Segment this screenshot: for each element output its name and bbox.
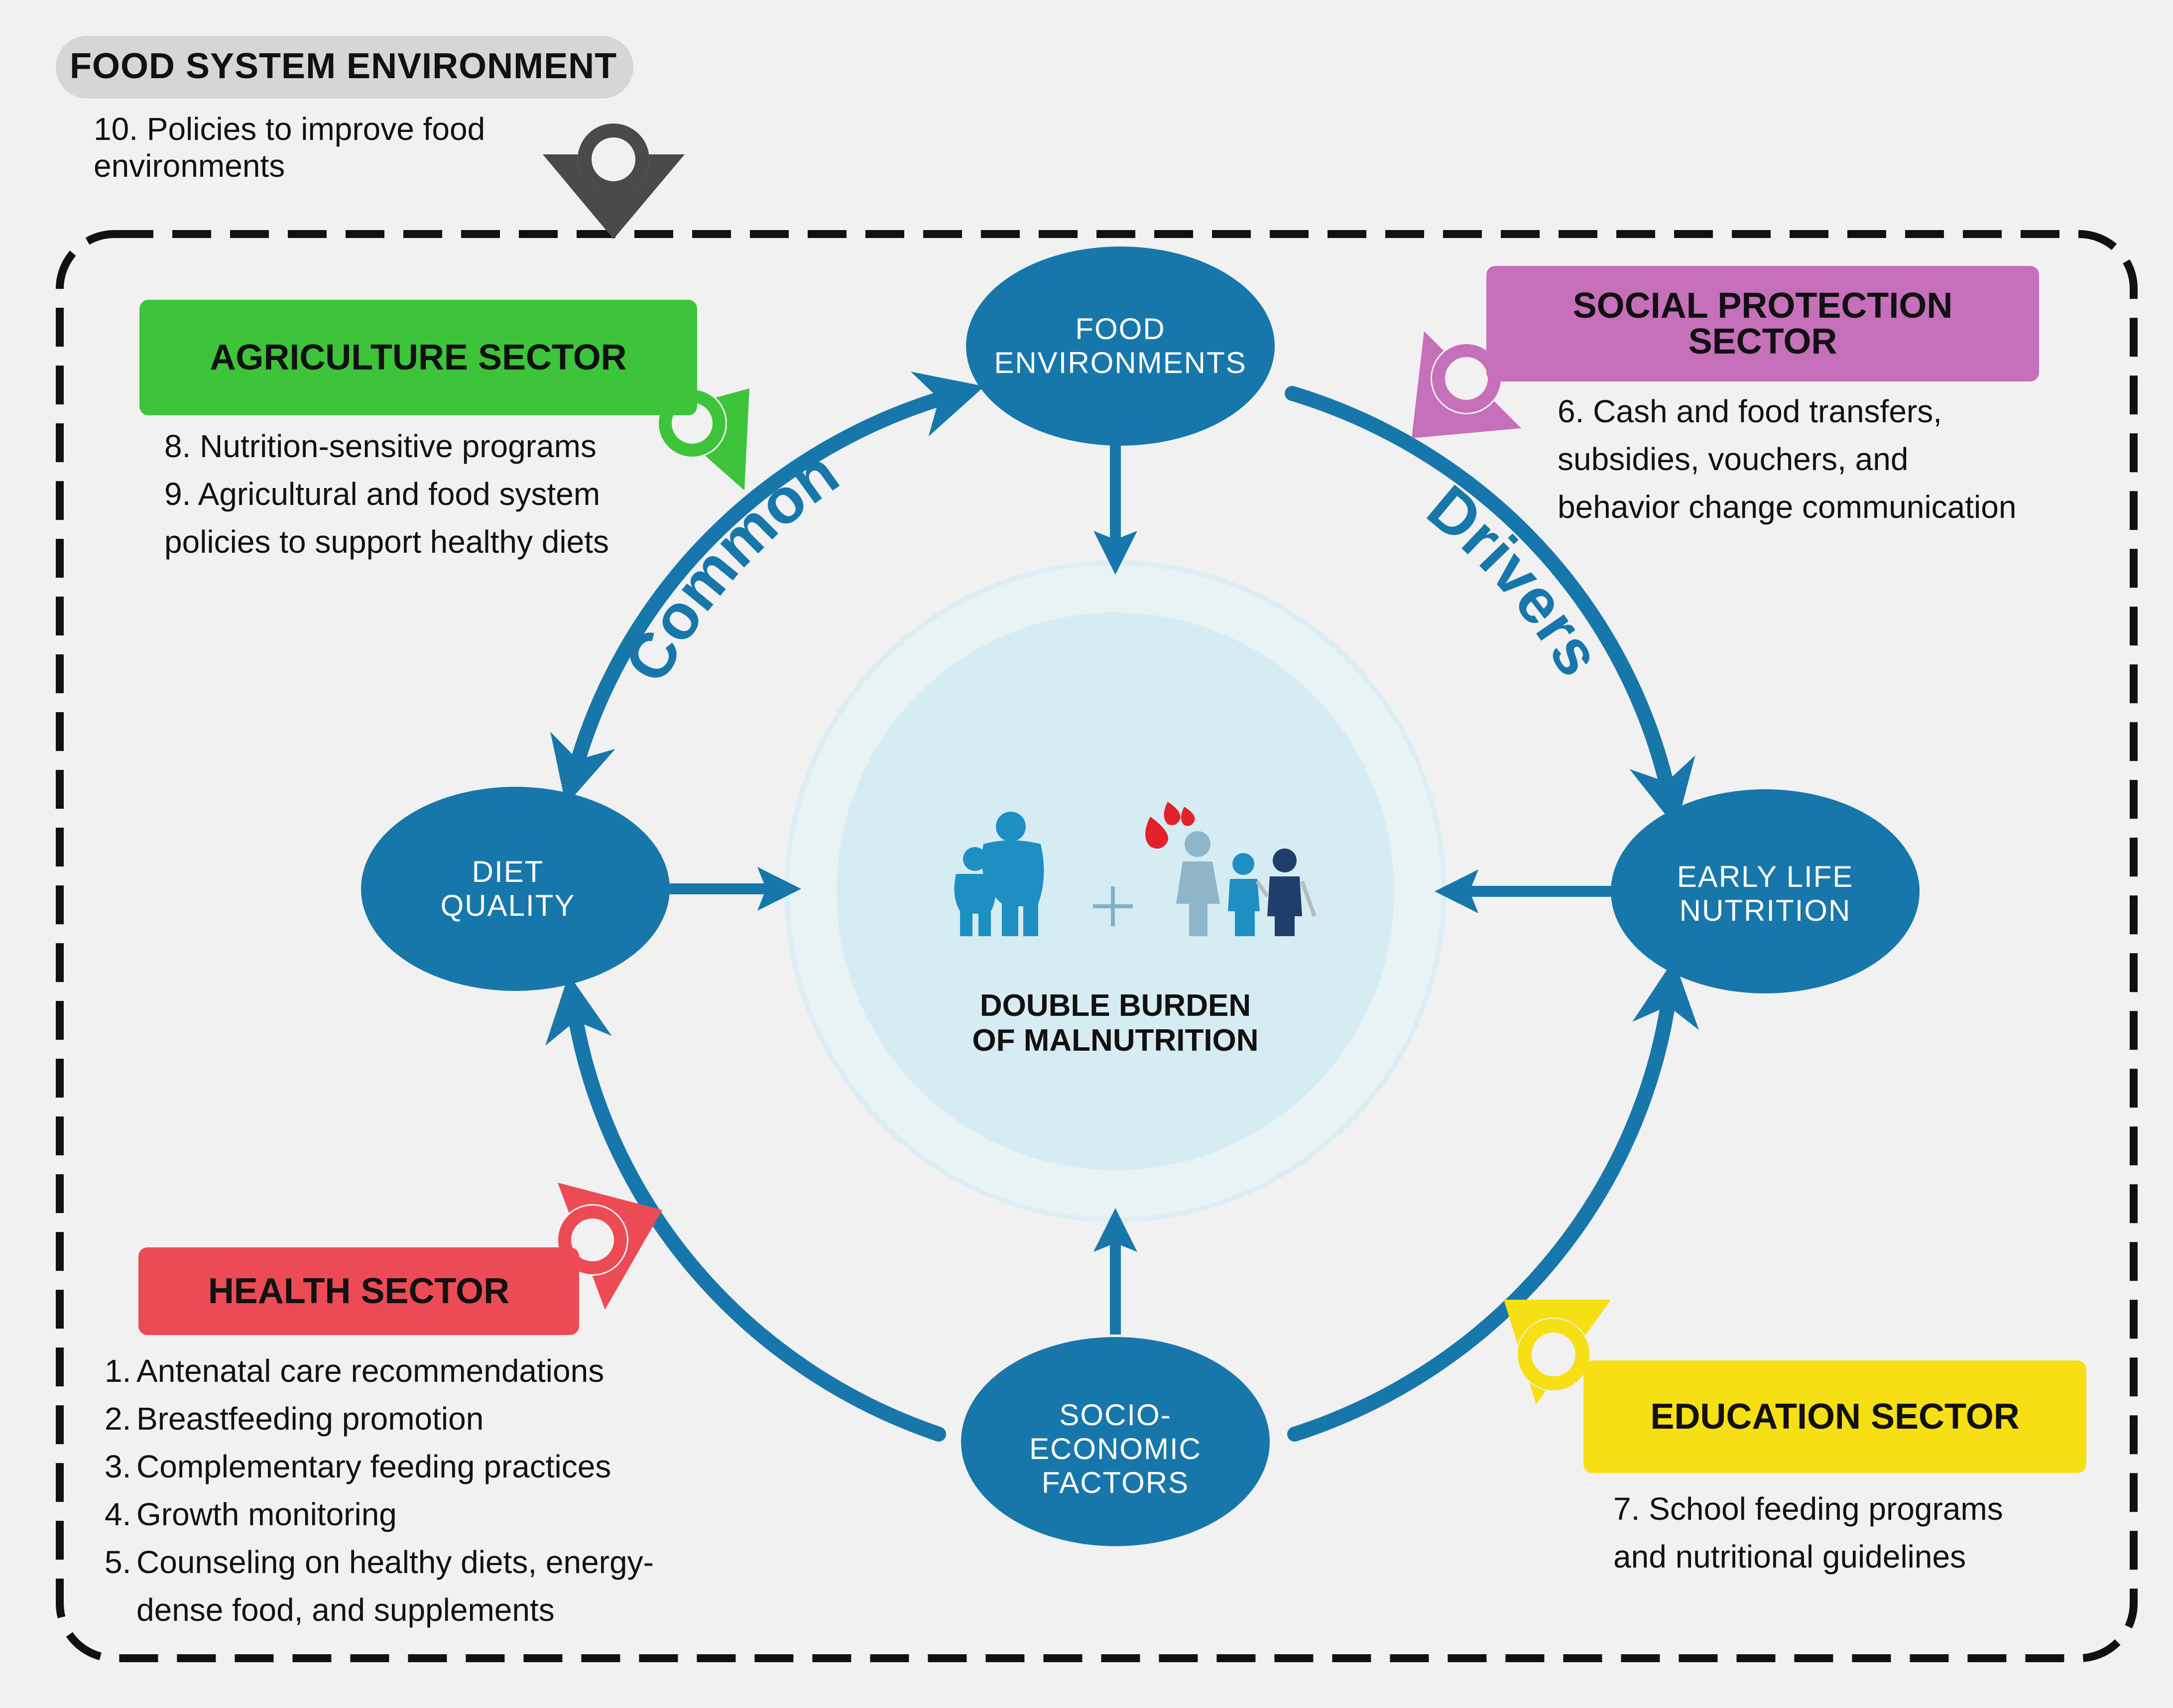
marker-social-protection	[1412, 331, 1521, 438]
list-item: 7. School feeding programs	[1613, 1491, 2003, 1527]
item-text: Counseling on healthy diets, energy-	[136, 1544, 654, 1580]
overweight-family-icon	[954, 812, 1044, 936]
item-number: 5.	[105, 1544, 131, 1580]
health-sector-box: HEALTH SECTOR	[138, 1247, 579, 1335]
item-text: Complementary feeding practices	[136, 1449, 611, 1484]
node-label-early-life-nutrition: EARLY LIFE NUTRITION	[1618, 842, 1912, 946]
marker-policy-10	[543, 123, 685, 239]
node-label-socio-economic-factors: SOCIO- ECONOMIC FACTORS	[966, 1389, 1265, 1509]
people-icons	[954, 802, 1317, 936]
blood-drop-icon	[1145, 802, 1195, 849]
health-sector-title: HEALTH SECTOR	[208, 1271, 510, 1311]
list-item: policies to support healthy diets	[164, 524, 609, 560]
agriculture-list: 8. Nutrition-sensitive programs 9. Agric…	[164, 422, 609, 566]
list-item: subsidies, vouchers, and	[1558, 441, 1909, 477]
node-food-environments	[966, 246, 1275, 446]
arc-socio-to-diet	[545, 974, 946, 1442]
node-early-life-nutrition	[1611, 789, 1920, 993]
health-list: 1.Antenatal care recommendations 2.Breas…	[105, 1347, 654, 1634]
marker-education	[1504, 1300, 1611, 1404]
list-item: 4.Growth monitoring	[105, 1490, 654, 1538]
education-sector-title: EDUCATION SECTOR	[1650, 1397, 2020, 1437]
item-number: 2.	[105, 1401, 131, 1437]
list-item: dense food, and supplements	[105, 1586, 654, 1634]
diet-quality-text: DIET QUALITY	[440, 855, 576, 922]
list-item: behavior change communication	[1558, 489, 2017, 525]
agriculture-sector-title: AGRICULTURE SECTOR	[210, 338, 627, 377]
list-item: 6. Cash and food transfers,	[1558, 393, 1942, 429]
item-text: Growth monitoring	[136, 1496, 397, 1532]
list-item: 9. Agricultural and food system	[164, 476, 601, 512]
education-list: 7. School feeding programs and nutrition…	[1613, 1485, 2003, 1581]
center-disc	[837, 612, 1394, 1170]
item-number: 1.	[105, 1353, 131, 1389]
socio-economic-factors-text: SOCIO- ECONOMIC FACTORS	[1029, 1398, 1202, 1499]
food-system-environment-title: FOOD SYSTEM ENVIRONMENT	[70, 46, 617, 86]
arc-socio-to-early-life	[1287, 959, 1699, 1442]
list-item: 2.Breastfeeding promotion	[105, 1395, 654, 1443]
list-item: 1.Antenatal care recommendations	[105, 1347, 654, 1395]
list-item: and nutritional guidelines	[1613, 1539, 1966, 1575]
early-life-nutrition-text: EARLY LIFE NUTRITION	[1677, 860, 1854, 927]
policy-10-text: 10. Policies to improve food environment…	[94, 111, 485, 184]
double-burden-label: DOUBLE BURDEN OF MALNUTRITION	[972, 988, 1259, 1058]
node-diet-quality	[361, 787, 670, 991]
food-system-boundary	[56, 230, 2138, 1662]
agriculture-sector-box: AGRICULTURE SECTOR	[139, 300, 697, 415]
social-protection-list: 6. Cash and food transfers, subsidies, v…	[1558, 387, 2016, 531]
item-number	[105, 1586, 136, 1634]
arc-food-to-early-life	[1285, 386, 1695, 828]
arc-food-to-diet	[550, 386, 966, 806]
undernourished-family-icon	[1176, 831, 1317, 936]
item-number: 3.	[105, 1449, 131, 1484]
list-item: 8. Nutrition-sensitive programs	[164, 428, 597, 464]
item-number: 4.	[105, 1496, 131, 1532]
list-item: 3.Complementary feeding practices	[105, 1443, 654, 1490]
item-text: dense food, and supplements	[136, 1592, 555, 1628]
social-protection-sector-box: SOCIAL PROTECTION SECTOR	[1486, 266, 2039, 381]
node-socio-economic-factors	[961, 1337, 1270, 1546]
list-item: 5.Counseling on healthy diets, energy-	[105, 1538, 654, 1586]
node-label-food-environments: FOOD ENVIRONMENTS	[971, 294, 1270, 398]
item-text: Antenatal care recommendations	[136, 1353, 604, 1389]
node-label-diet-quality: DIET QUALITY	[368, 837, 647, 941]
food-environments-text: FOOD ENVIRONMENTS	[994, 312, 1247, 379]
item-text: Breastfeeding promotion	[136, 1401, 484, 1437]
social-protection-sector-title: SOCIAL PROTECTION SECTOR	[1572, 286, 1953, 362]
header-pill	[56, 36, 633, 99]
education-sector-box: EDUCATION SECTOR	[1583, 1360, 2086, 1473]
